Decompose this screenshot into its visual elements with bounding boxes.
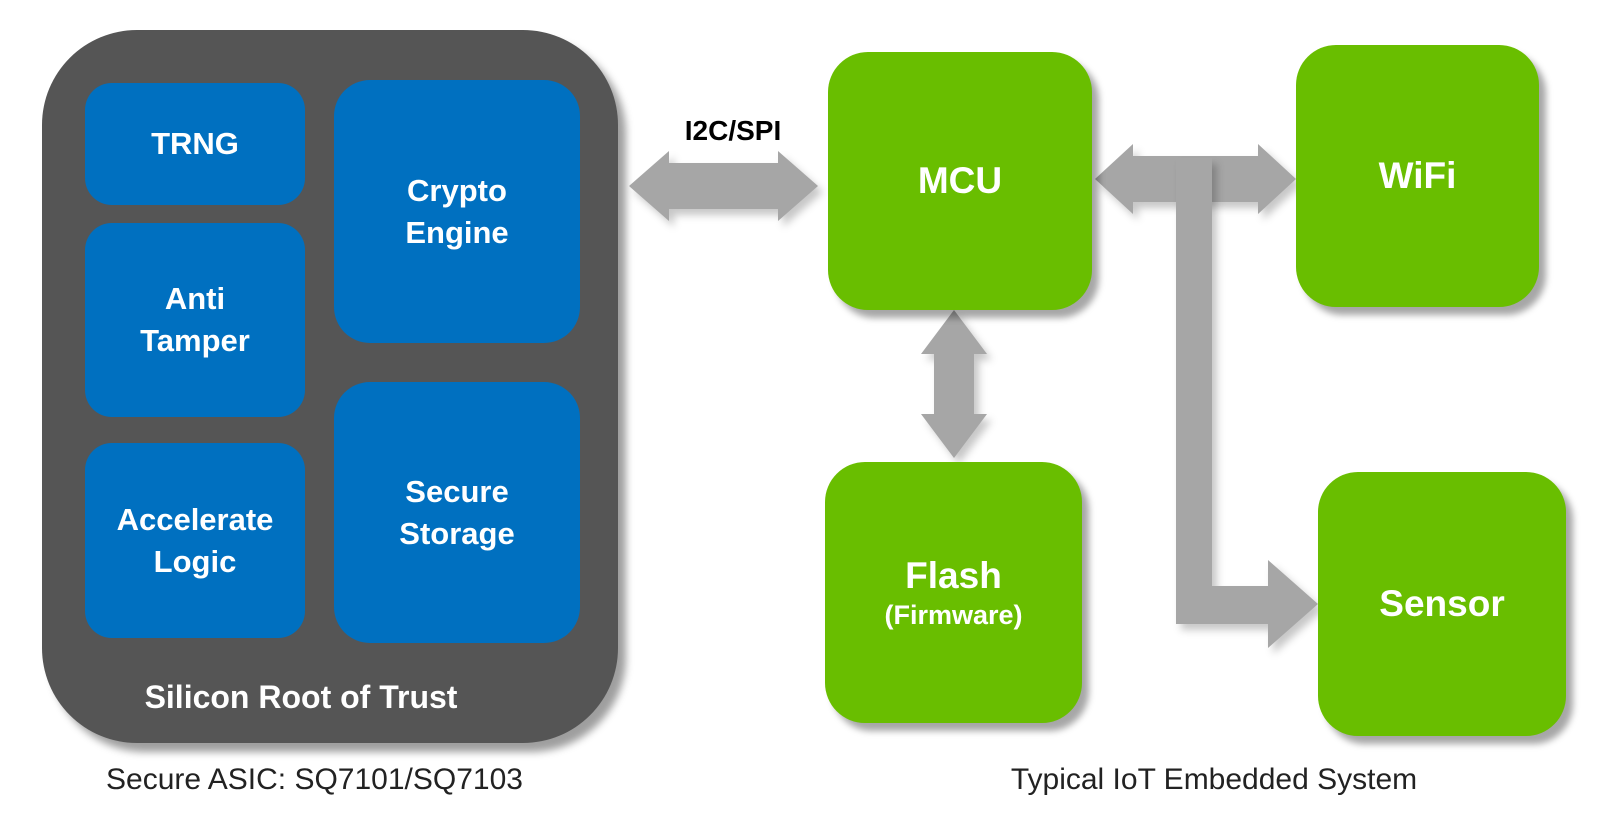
block-anti-tamper: Anti Tamper <box>85 223 305 417</box>
block-crypto-engine: Crypto Engine <box>334 80 580 343</box>
arrow-mcu-flash <box>921 310 987 458</box>
asic-title: Silicon Root of Trust <box>144 679 458 715</box>
asic-caption: Secure ASIC: SQ7101/SQ7103 <box>106 763 523 796</box>
block-trng: TRNG <box>85 83 305 205</box>
wifi-label: WiFi <box>1378 155 1457 196</box>
arrow-branch-sensor <box>1176 158 1318 648</box>
block-flash: Flash (Firmware) <box>825 462 1082 723</box>
block-secure-storage: Secure Storage <box>334 382 580 643</box>
block-mcu: MCU <box>828 52 1092 310</box>
mcu-label: MCU <box>917 160 1003 201</box>
block-wifi: WiFi <box>1296 45 1539 307</box>
iot-caption: Typical IoT Embedded System <box>1010 763 1418 796</box>
flash-sublabel: (Firmware) <box>884 599 1023 630</box>
block-sensor: Sensor <box>1318 472 1566 736</box>
bus-label: I2C/SPI <box>684 115 782 146</box>
block-accelerate-logic: Accelerate Logic <box>85 443 305 638</box>
arrow-asic-mcu <box>629 151 818 221</box>
secure-asic-container: TRNG Crypto Engine Anti Tamper Secure St… <box>42 30 618 743</box>
sensor-label: Sensor <box>1379 583 1505 624</box>
flash-label: Flash <box>905 554 1002 596</box>
